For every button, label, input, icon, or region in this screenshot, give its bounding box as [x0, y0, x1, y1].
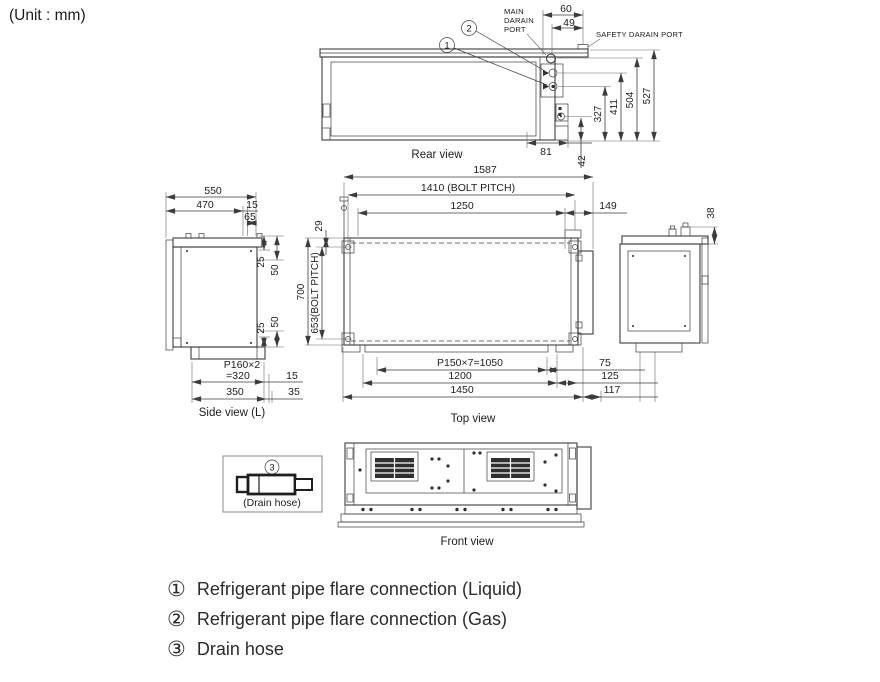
fan-grille-left	[370, 451, 419, 482]
dim-149: 149	[599, 200, 617, 212]
dim-327: 327	[593, 105, 604, 122]
dim-75: 75	[599, 357, 611, 369]
legend-text-2: Refrigerant pipe flare connection (Gas)	[196, 609, 507, 629]
callout-liquid-number: 1	[444, 41, 449, 52]
dim-653-bolt-pitch: 653(BOLT PITCH)	[310, 252, 321, 333]
main-drain-port-label: MAIN DARAIN PORT	[504, 7, 547, 56]
legend-text-3: Drain hose	[196, 639, 284, 659]
dim-42: 42	[577, 155, 588, 167]
dim-527: 527	[642, 87, 653, 104]
main-drain-port	[545, 53, 557, 64]
svg-text:MAIN: MAIN	[504, 7, 524, 16]
dim-504: 504	[625, 91, 636, 108]
side-view-left-label: Side view (L)	[199, 407, 266, 419]
callout-gas: 2	[461, 20, 546, 72]
legend-item-drain-hose: ③ Drain hose	[167, 639, 522, 660]
dim-1410-bolt-pitch: 1410 (BOLT PITCH)	[421, 182, 515, 194]
dim-550: 550	[204, 185, 222, 197]
legend-item-liquid: ① Refrigerant pipe flare connection (Liq…	[167, 579, 522, 600]
dim-1450: 1450	[450, 384, 474, 396]
rail-dots	[361, 507, 558, 512]
dim-25-bottom: 25	[256, 322, 267, 334]
dim-60: 60	[560, 3, 572, 15]
top-view-label: Top view	[451, 413, 496, 425]
top-view: 1587 1410 (BOLT PITCH) 1250 149 29 700 6…	[296, 164, 658, 425]
dim-350: 350	[226, 386, 244, 398]
dim-81: 81	[540, 146, 552, 158]
callout-gas-number: 2	[466, 24, 471, 35]
dim-49: 49	[563, 17, 575, 29]
drain-hose-inset: 3 (Drain hose)	[222, 455, 323, 513]
drain-hose-icon	[235, 473, 313, 496]
dim-1587: 1587	[473, 164, 497, 176]
unit-note: (Unit : mm)	[9, 7, 86, 24]
dim-p160-line1: P160×2	[224, 359, 261, 371]
front-view: Front view	[337, 442, 592, 548]
dim-65: 65	[244, 211, 256, 223]
fan-grille-right	[486, 451, 535, 482]
legend-item-gas: ② Refrigerant pipe flare connection (Gas…	[167, 609, 522, 630]
side-view-left: 550 470 15 65 25 50 25 50	[165, 185, 303, 419]
dim-15-bottom: 15	[286, 370, 298, 382]
dim-470: 470	[196, 199, 214, 211]
legend: ① Refrigerant pipe flare connection (Liq…	[167, 579, 522, 660]
dim-1200: 1200	[448, 370, 472, 382]
dim-38: 38	[706, 207, 717, 219]
dim-p150-pitch: P150×7=1050	[437, 357, 503, 369]
dim-125: 125	[601, 370, 619, 382]
dim-35: 35	[288, 386, 300, 398]
side-view-right: 38	[619, 207, 718, 353]
svg-text:PORT: PORT	[504, 25, 526, 34]
legend-number-2: ②	[167, 608, 186, 631]
dim-50-top: 50	[270, 264, 281, 276]
callout-drain-hose-number: 3	[269, 463, 274, 474]
svg-text:SAFETY DARAIN PORT: SAFETY DARAIN PORT	[596, 30, 683, 39]
dim-700: 700	[296, 283, 307, 300]
dim-411: 411	[609, 99, 620, 115]
dim-29: 29	[314, 220, 325, 232]
refrigerant-pipes-icon	[668, 222, 691, 237]
drain-outlet	[557, 112, 565, 121]
dim-117: 117	[604, 384, 621, 396]
legend-text-1: Refrigerant pipe flare connection (Liqui…	[196, 579, 523, 599]
rear-view: 2 1 MAIN DARAIN PORT SAFETY DARAIN PORT	[319, 3, 683, 168]
rear-view-label: Rear view	[411, 149, 463, 161]
legend-number-3: ③	[167, 638, 186, 661]
dim-25-top: 25	[256, 256, 267, 268]
legend-number-1: ①	[167, 578, 186, 601]
svg-text:DARAIN: DARAIN	[504, 16, 534, 25]
dim-15-top: 15	[246, 199, 258, 211]
screw-dots	[358, 451, 558, 493]
drain-hose-inset-label: (Drain hose)	[243, 497, 301, 509]
dim-1250: 1250	[450, 200, 474, 212]
gas-pipe-connection	[548, 68, 558, 78]
safety-drain-port-label: SAFETY DARAIN PORT	[587, 30, 683, 48]
front-view-label: Front view	[440, 536, 494, 548]
dim-50-bottom: 50	[270, 316, 281, 328]
callout-liquid: 1	[439, 37, 548, 86]
dim-p160-line2: =320	[226, 370, 250, 382]
